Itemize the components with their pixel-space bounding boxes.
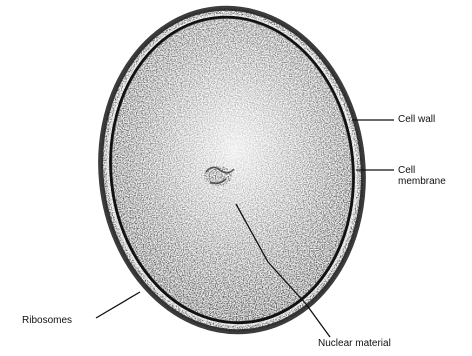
cell-wall-label: Cell wall xyxy=(398,114,435,125)
ribosomes-label: Ribosomes xyxy=(22,315,72,326)
cell-membrane-label-line2: membrane xyxy=(398,176,446,187)
cell-membrane-label: Cell membrane xyxy=(398,165,446,187)
ribosomes-leader xyxy=(96,292,140,318)
nuclear-material-label: Nuclear material xyxy=(318,338,391,349)
cell-membrane-label-line1: Cell xyxy=(398,165,446,176)
